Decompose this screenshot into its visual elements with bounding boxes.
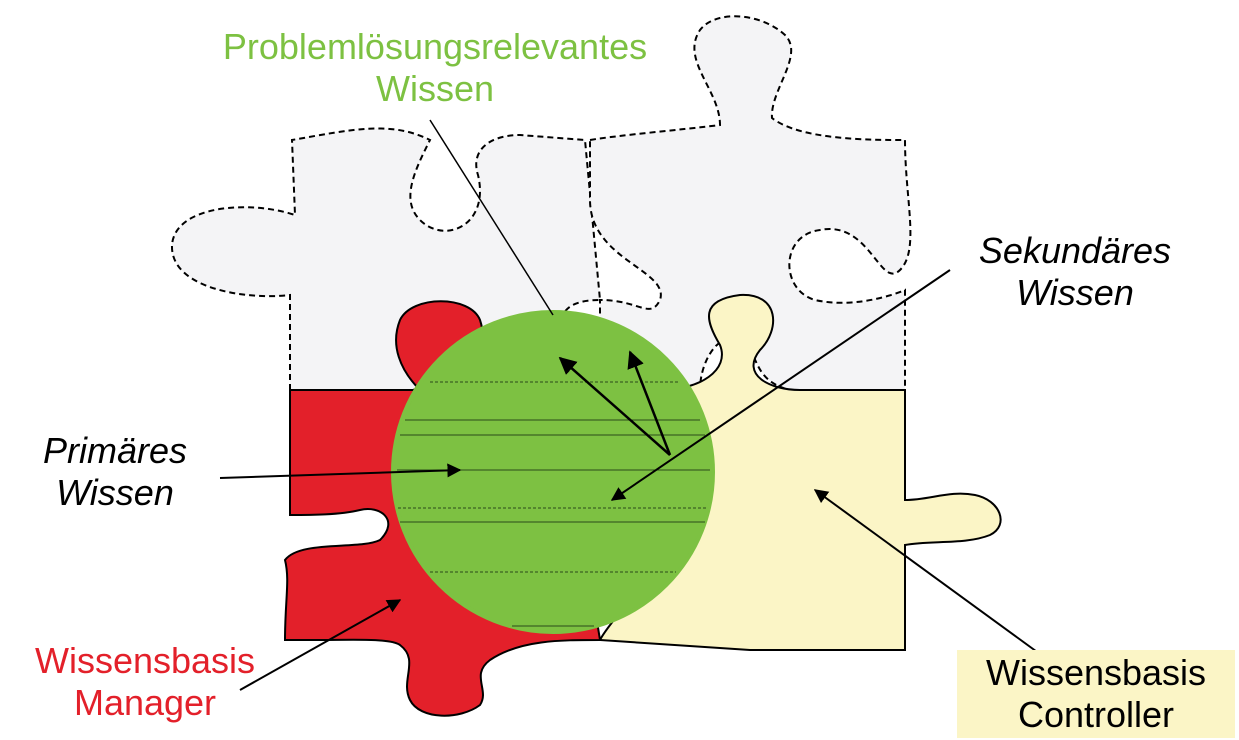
label-secondary-knowledge-line2: Wissen [1016, 272, 1134, 313]
label-problem-knowledge: Problemlösungsrelevantes Wissen [185, 26, 685, 110]
label-kb-manager-line1: Wissensbasis [34, 640, 256, 681]
label-primary-knowledge: Primäres Wissen [30, 430, 200, 514]
label-problem-knowledge-line2: Wissen [375, 68, 495, 109]
primary-knowledge-arrow [219, 463, 462, 479]
problem-knowledge-pointer [429, 119, 554, 316]
problem-knowledge-circle [391, 310, 715, 634]
label-secondary-knowledge: Sekundäres Wissen [960, 230, 1190, 314]
label-kb-controller-line2: Controller [1017, 694, 1175, 735]
label-primary-knowledge-line2: Wissen [56, 472, 174, 513]
label-secondary-knowledge-line1: Sekundäres [978, 230, 1172, 271]
secondary-up-arrow-2 [627, 350, 672, 456]
label-primary-knowledge-line1: Primäres [42, 430, 188, 471]
label-kb-manager: Wissensbasis Manager [25, 640, 265, 724]
manager-arrow [239, 599, 402, 691]
secondary-to-circle-arrow [610, 269, 951, 501]
circle-texture-lines [397, 381, 710, 627]
label-kb-controller: Wissensbasis Controller [957, 650, 1235, 738]
label-problem-knowledge-line1: Problemlösungsrelevantes [222, 26, 648, 67]
controller-arrow [813, 489, 1056, 666]
secondary-up-arrow-1 [558, 356, 671, 456]
label-kb-controller-line1: Wissensbasis [985, 652, 1207, 693]
label-kb-manager-line2: Manager [73, 682, 217, 723]
